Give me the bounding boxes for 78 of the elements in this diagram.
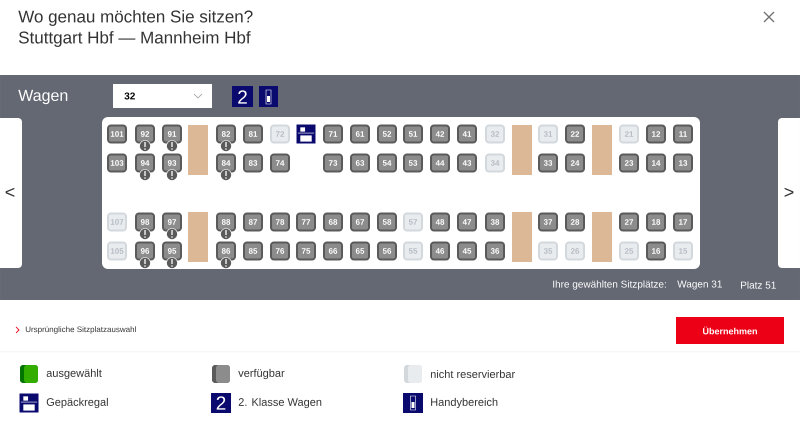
- seat: 54: [377, 154, 397, 172]
- seat: 65: [350, 242, 370, 260]
- seat: 41: [457, 124, 477, 144]
- link: Ursprüngliche Sitzplatzauswahl: [26, 326, 136, 334]
- seat: 36: [485, 242, 505, 260]
- seat: 98: [135, 212, 155, 232]
- seat: 47: [457, 212, 477, 232]
- seat: 33: [538, 154, 558, 172]
- seat: 85: [243, 242, 263, 260]
- seat: 96: [135, 242, 155, 260]
- legend-text: ausgewählt: [46, 368, 102, 380]
- seat: 24: [565, 154, 585, 172]
- seat: 37: [538, 212, 558, 232]
- selection-label: Ihre gewählten Sitzplätze:: [553, 280, 666, 290]
- apply-button: Übernehmen: [676, 317, 784, 344]
- seat: 86: [216, 242, 236, 260]
- seat: 48: [430, 212, 450, 232]
- seat: 58: [377, 212, 397, 232]
- seat: 66: [323, 242, 343, 260]
- title: Wo genau möchten Sie sitzen?: [18, 10, 253, 26]
- seat: 101: [107, 124, 127, 144]
- previous-button: <: [0, 118, 22, 268]
- seat: 68: [323, 212, 343, 232]
- seat: 88: [216, 212, 236, 232]
- seat: 61: [350, 124, 370, 144]
- seat: 18: [646, 212, 666, 232]
- seat: 97: [162, 212, 182, 232]
- legend-text: 2. Klasse Wagen: [238, 398, 322, 408]
- wagon-label: Wagen: [18, 90, 68, 104]
- seat: 44: [430, 154, 450, 172]
- seat: 46: [430, 242, 450, 260]
- seat: 52: [377, 124, 397, 144]
- seat: 87: [243, 212, 263, 232]
- seat: 13: [673, 154, 693, 172]
- seat: 43: [457, 154, 477, 172]
- next-button: >: [778, 118, 800, 268]
- seat: 83: [243, 154, 263, 172]
- seat: 12: [646, 124, 666, 144]
- seat: 42: [430, 124, 450, 144]
- seat: 22: [565, 124, 585, 144]
- seat: 75: [296, 242, 316, 260]
- legend-text: nicht reservierbar: [430, 370, 515, 378]
- seat: 16: [646, 242, 666, 260]
- seat: 23: [619, 154, 639, 172]
- seat: 95: [162, 242, 182, 260]
- seat: 14: [646, 154, 666, 172]
- seat: 56: [377, 242, 397, 260]
- selected-wagon: Wagen 31: [677, 280, 722, 290]
- legend-text: verfügbar: [238, 368, 284, 380]
- seat: 91: [162, 124, 182, 144]
- seat: 67: [350, 212, 370, 232]
- seat: 51: [403, 124, 423, 144]
- seat: 103: [107, 154, 127, 172]
- seat: 74: [270, 154, 290, 172]
- legend-text: Gepäckregal: [46, 398, 108, 408]
- seat: 17: [673, 212, 693, 232]
- seat: 78: [270, 212, 290, 232]
- seat: 63: [350, 154, 370, 172]
- seat: 73: [323, 154, 343, 172]
- seat: 77: [296, 212, 316, 232]
- subtitle: Stuttgart Hbf — Mannheim Hbf: [18, 31, 251, 47]
- seat: 71: [323, 124, 343, 144]
- seat: 82: [216, 124, 236, 144]
- seat: 28: [565, 212, 585, 232]
- seat: 53: [403, 154, 423, 172]
- seat: 11: [673, 124, 693, 144]
- seat: 27: [619, 212, 639, 232]
- wagon-dropdown: 32: [113, 84, 212, 108]
- seat: 76: [270, 242, 290, 260]
- seat: 94: [135, 154, 155, 172]
- seat: 38: [485, 212, 505, 232]
- legend-text: Handybereich: [431, 398, 498, 408]
- seat: 92: [135, 124, 155, 144]
- selected-seat: Platz 51: [741, 281, 776, 289]
- seat: 93: [162, 154, 182, 172]
- seat: 45: [457, 242, 477, 260]
- seat: 81: [243, 124, 263, 144]
- seat: 84: [216, 154, 236, 172]
